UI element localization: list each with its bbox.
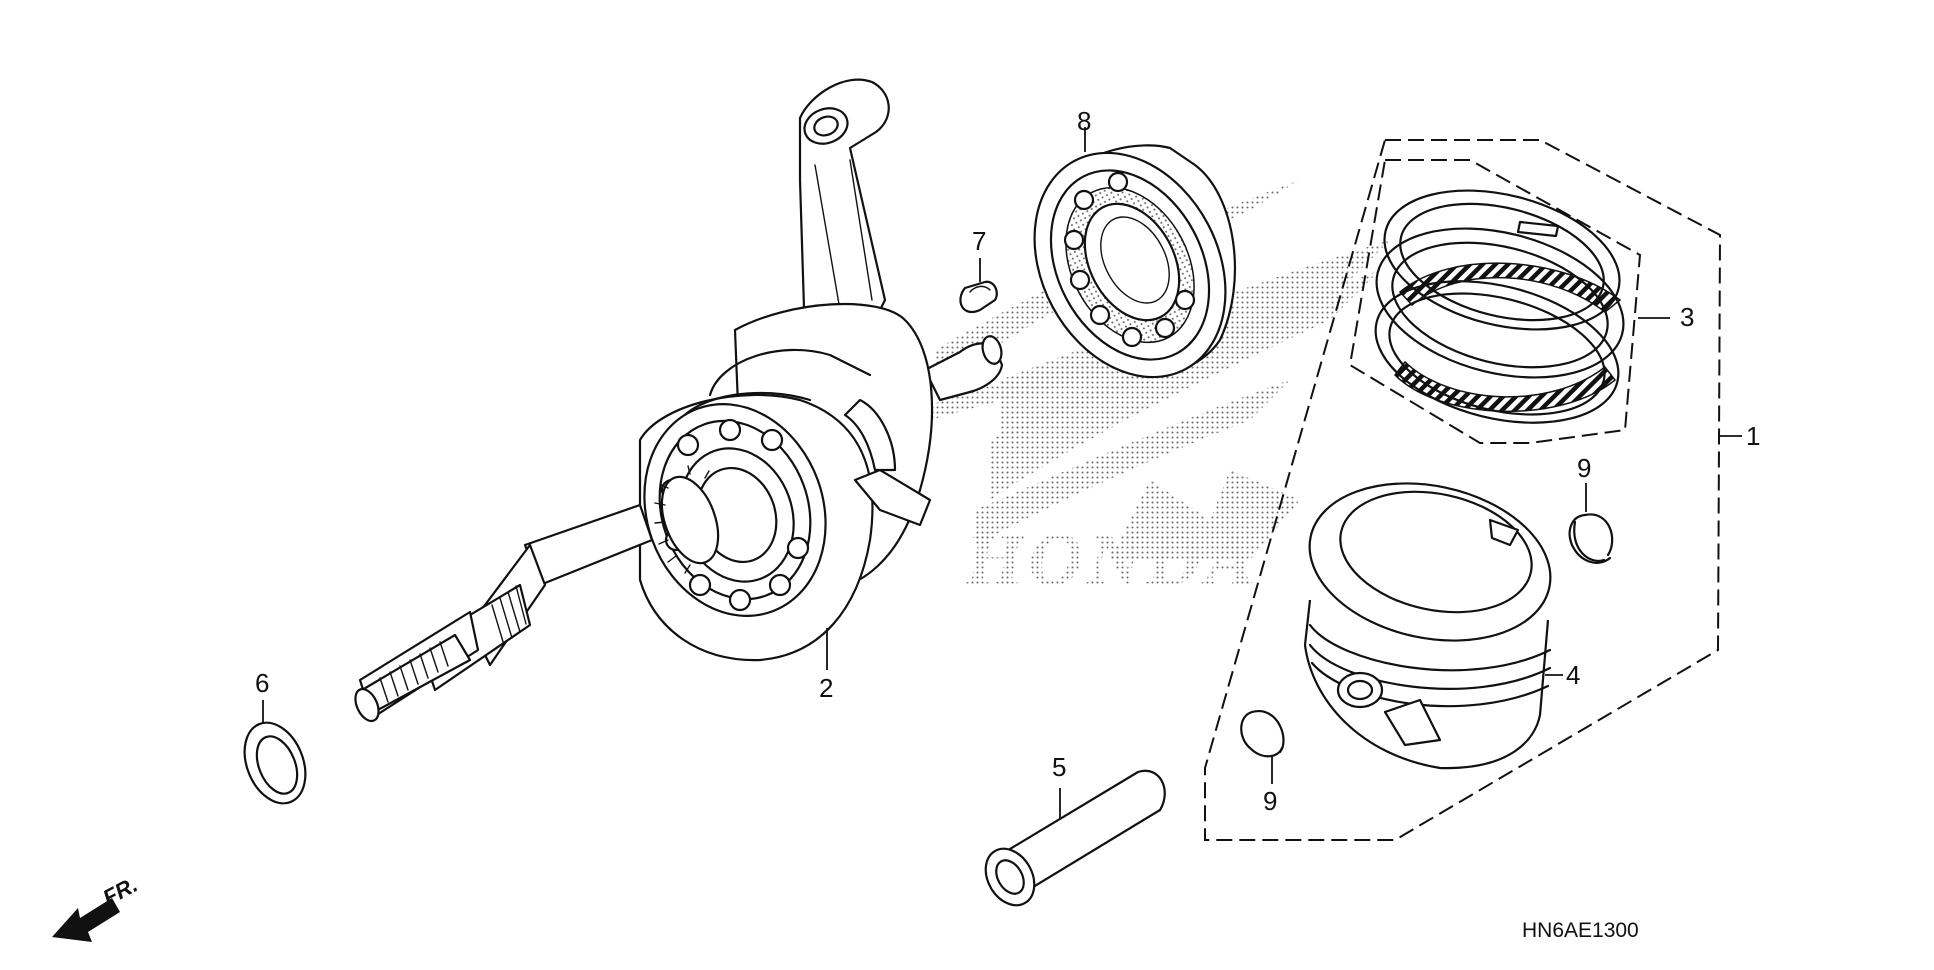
callout-1: 1 (1746, 421, 1760, 451)
front-direction-arrow-icon: FR. (52, 872, 142, 942)
piston-ring-set (1374, 189, 1625, 424)
callout-2: 2 (819, 673, 833, 703)
piston-pin-clip-upper (1568, 513, 1614, 564)
ball-bearing (1033, 144, 1236, 379)
crankshaft (354, 78, 1004, 723)
callout-3: 3 (1680, 302, 1694, 332)
assembly-outline-1 (1204, 139, 1722, 841)
callout-9-upper: 9 (1577, 453, 1591, 483)
callout-6: 6 (255, 668, 269, 698)
piston (1303, 482, 1552, 770)
callout-9-lower: 9 (1263, 786, 1277, 816)
callout-8: 8 (1077, 106, 1091, 136)
callout-7: 7 (972, 226, 986, 256)
piston-pin-clip-lower (1240, 710, 1285, 758)
piston-pin (984, 769, 1166, 907)
ring-set-outline-3 (1348, 159, 1642, 444)
thrust-washer (243, 721, 307, 805)
callout-4: 4 (1566, 660, 1580, 690)
honda-watermark-text: HONDA (964, 518, 1259, 602)
woodruff-key (959, 280, 998, 313)
diagram-code: HN6AE1300 (1522, 919, 1639, 942)
callout-5: 5 (1052, 752, 1066, 782)
